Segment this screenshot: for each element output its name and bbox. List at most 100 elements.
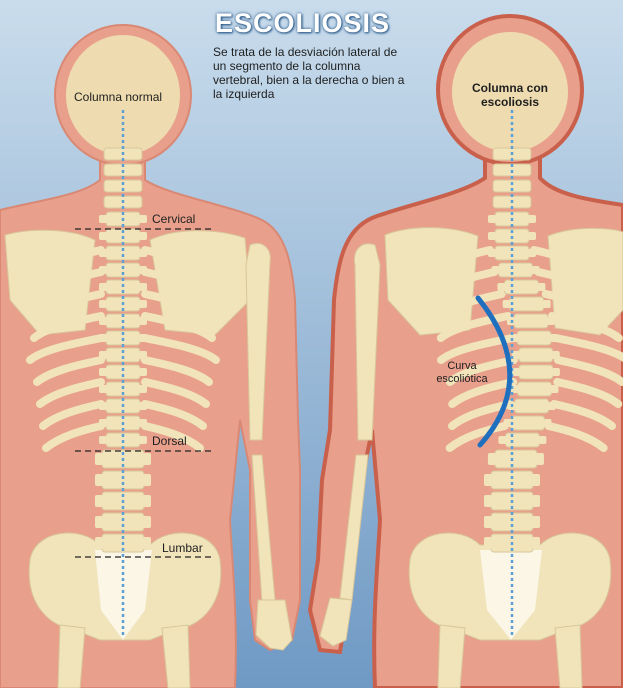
vertebra [509, 296, 545, 312]
rib [26, 334, 105, 364]
vertebra-process [99, 283, 107, 291]
vertebra-process [543, 419, 552, 427]
scoliosis-humerus [353, 243, 381, 441]
scoliosis-hand [319, 597, 353, 647]
vertebra-process [99, 249, 107, 257]
rib [436, 312, 512, 342]
vertebra [514, 398, 550, 414]
rib [42, 246, 105, 276]
scoliosis-ribs [431, 246, 623, 452]
vertebra-process [99, 215, 107, 223]
rib [553, 378, 623, 408]
rib [38, 268, 105, 298]
vertebra [516, 381, 552, 397]
vertebra-process [143, 516, 151, 528]
rib [30, 312, 105, 342]
vertebra-process [95, 495, 103, 507]
vertebra-process [550, 334, 559, 342]
vertebra-process [488, 249, 496, 257]
normal-spine-label: Columna normal [74, 90, 163, 104]
vertebra [516, 330, 552, 346]
vertebra-process [491, 266, 500, 274]
rib [36, 378, 105, 408]
normal-humerus [245, 243, 271, 441]
rib [39, 400, 105, 430]
vertebra-process [528, 215, 536, 223]
rib [141, 400, 207, 430]
vertebra-process [550, 385, 559, 393]
vertebra-process [528, 232, 536, 240]
vertebra [504, 432, 540, 448]
rib [141, 356, 213, 386]
vertebra-process [488, 215, 496, 223]
vertebra [498, 262, 534, 278]
vertebra-process [99, 351, 107, 359]
vertebra [494, 449, 538, 469]
vertebra [490, 512, 534, 532]
vertebra-process [99, 436, 107, 444]
vertebra-process [139, 419, 147, 427]
vertebra-process [139, 436, 147, 444]
vertebra-process [143, 537, 151, 549]
vertebra [492, 179, 532, 193]
vertebra-process [139, 300, 147, 308]
rib [541, 290, 613, 320]
vertebra [101, 512, 145, 532]
vertebra-process [99, 368, 107, 376]
vertebra-process [99, 232, 107, 240]
page-title: ESCOLIOSIS [215, 8, 391, 38]
vertebra [103, 179, 143, 193]
vertebra-process [139, 334, 147, 342]
vertebra [518, 364, 554, 380]
rib [141, 378, 210, 408]
vertebra-process [95, 474, 103, 486]
vertebra-process [139, 368, 147, 376]
vertebra-process [139, 385, 147, 393]
rib [547, 312, 623, 342]
normal-head [66, 35, 180, 155]
vertebra-process [503, 419, 512, 427]
rib [33, 356, 105, 386]
rib [530, 246, 593, 276]
vertebra-process [95, 453, 103, 465]
rib [34, 290, 105, 320]
vertebra-process [502, 300, 511, 308]
vertebra-process [532, 474, 540, 486]
vertebra-process [498, 436, 507, 444]
vertebra-process [551, 368, 560, 376]
rib [431, 268, 499, 298]
rib [141, 268, 208, 298]
normal-sacrum [95, 550, 152, 640]
scoliosis-sacrum [480, 550, 542, 640]
vertebra-process [143, 474, 151, 486]
vertebra-process [537, 283, 546, 291]
rib [534, 268, 602, 298]
cervical-label: Cervical [152, 212, 196, 226]
scoliosis-head [452, 32, 568, 152]
vertebra-process [484, 516, 492, 528]
vertebra-process [511, 368, 520, 376]
vertebra-process [532, 537, 540, 549]
normal-right-femur [161, 624, 191, 688]
vertebra [518, 347, 554, 363]
vertebra-process [139, 249, 147, 257]
rib [437, 334, 517, 364]
vertebra-process [497, 283, 506, 291]
vertebra-process [139, 266, 147, 274]
rib [141, 334, 220, 364]
vertebra [513, 313, 549, 329]
normal-spine [95, 147, 151, 553]
rib [550, 400, 617, 430]
vertebra-process [484, 537, 492, 549]
vertebra-process [99, 300, 107, 308]
vertebra-process [551, 351, 560, 359]
scoliosis-right-femur [554, 624, 583, 688]
scoliotic-curve-label: Curva escoliótica [436, 360, 488, 385]
vertebra [101, 470, 145, 490]
vertebra-process [143, 495, 151, 507]
vertebra-process [511, 351, 520, 359]
scoliosis-figure [307, 14, 623, 688]
vertebra-process [139, 232, 147, 240]
vertebra [490, 470, 534, 490]
